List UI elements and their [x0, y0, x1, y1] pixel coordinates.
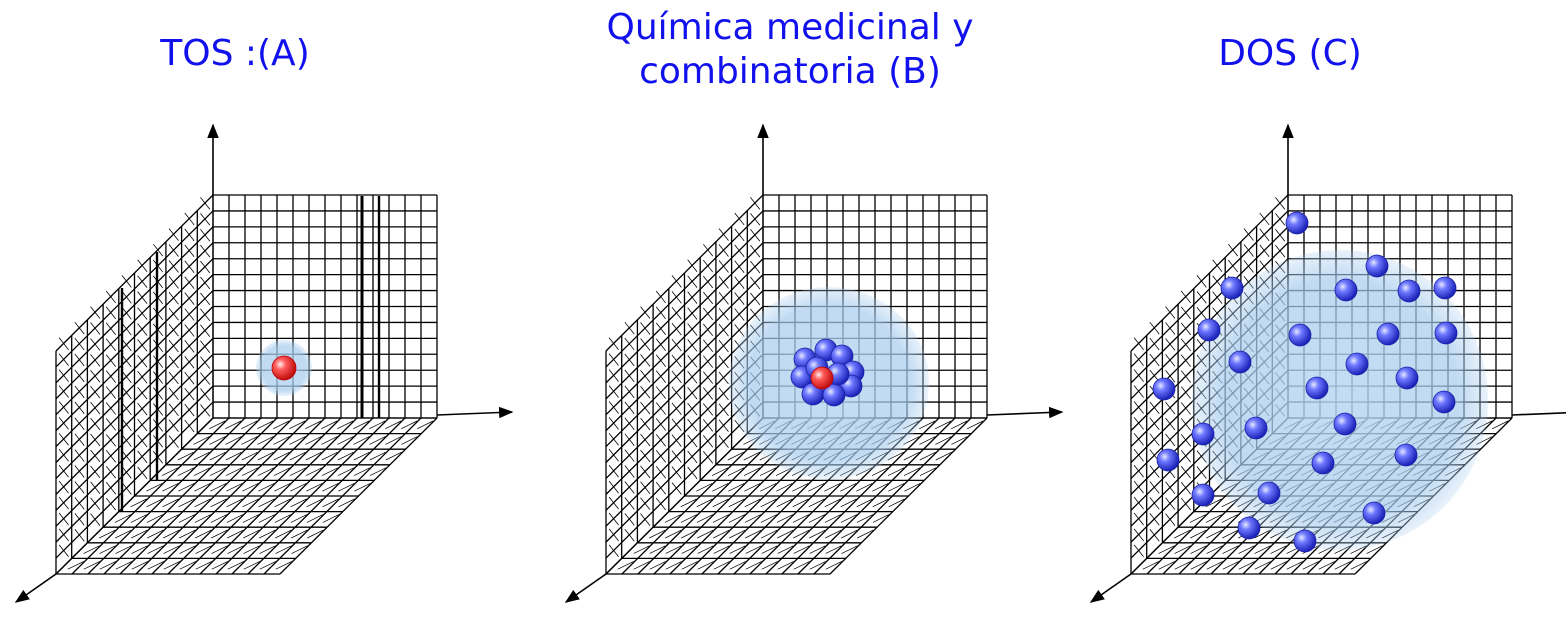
blue-sphere: [1229, 351, 1251, 373]
panel-b-grid-box: [566, 125, 1062, 602]
blue-sphere: [1221, 277, 1243, 299]
blue-sphere: [1153, 378, 1175, 400]
blue-sphere: [1395, 444, 1417, 466]
horizontal-axis: [437, 412, 512, 415]
blue-sphere: [1335, 279, 1357, 301]
blue-sphere: [1377, 323, 1399, 345]
blue-sphere: [1366, 255, 1388, 277]
blue-sphere: [1434, 277, 1456, 299]
blue-sphere: [1198, 319, 1220, 341]
blue-sphere: [1346, 353, 1368, 375]
red-sphere: [811, 367, 833, 389]
blue-sphere: [1286, 212, 1308, 234]
blue-sphere: [1363, 502, 1385, 524]
depth-axis: [566, 574, 606, 602]
depth-axis: [1091, 574, 1131, 602]
red-sphere: [272, 356, 296, 380]
blue-sphere: [1306, 377, 1328, 399]
panel-a-grid-box: [16, 125, 512, 602]
blue-sphere: [1157, 449, 1179, 471]
blue-sphere: [1435, 322, 1457, 344]
horizontal-axis: [987, 412, 1062, 415]
blue-sphere: [1192, 484, 1214, 506]
blue-sphere: [1312, 452, 1334, 474]
blue-sphere: [1289, 324, 1311, 346]
panel-c-grid-box: [1091, 125, 1566, 602]
floor-grid: [56, 418, 437, 574]
depth-axis: [16, 574, 56, 602]
blue-sphere: [1238, 517, 1260, 539]
back-wall-grid: [213, 195, 437, 418]
blue-sphere: [1334, 413, 1356, 435]
blue-sphere: [1258, 482, 1280, 504]
blue-sphere: [1192, 423, 1214, 445]
blue-sphere: [1245, 417, 1267, 439]
blue-sphere: [1294, 530, 1316, 552]
blue-sphere: [1433, 391, 1455, 413]
blue-sphere: [1396, 367, 1418, 389]
horizontal-axis: [1512, 412, 1566, 415]
blue-sphere: [1398, 280, 1420, 302]
